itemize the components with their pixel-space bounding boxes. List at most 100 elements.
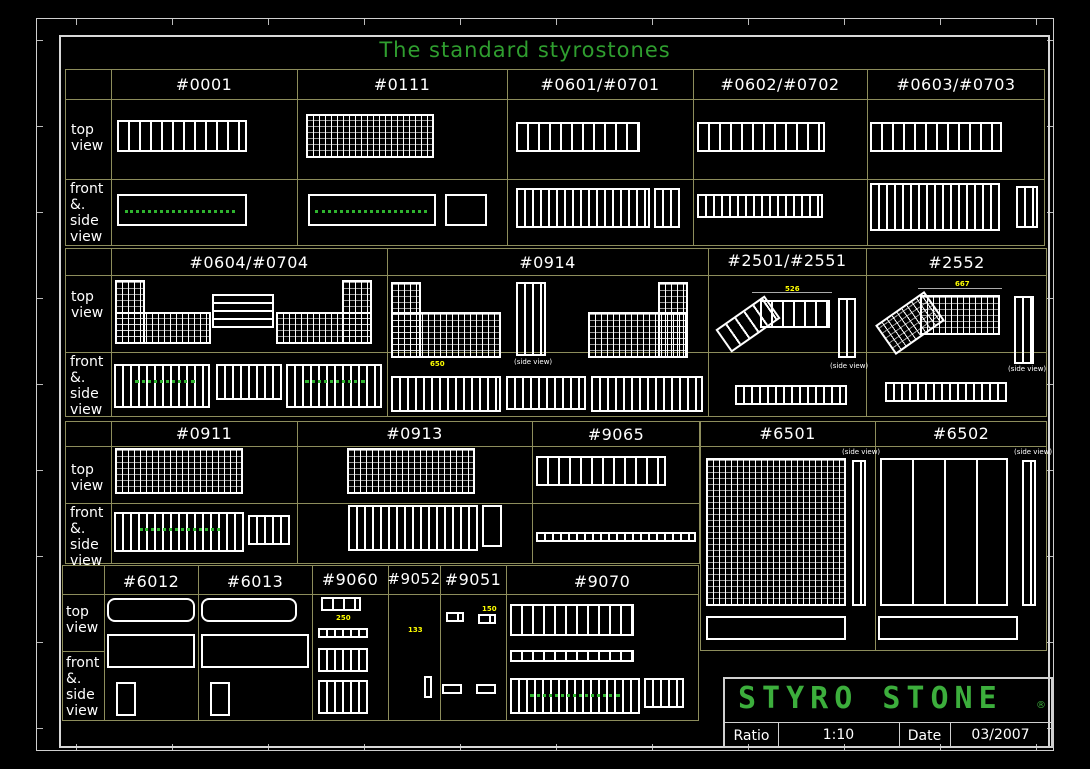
center-mark: [315, 210, 427, 213]
front-view-drawing: [516, 188, 650, 228]
top-view-drawing: [516, 122, 640, 152]
styrostone-logo: STYRO STONE: [738, 681, 1003, 716]
divider: [104, 565, 105, 721]
ratio-value: 1:10: [822, 727, 855, 743]
side-view-drawing: [644, 678, 684, 708]
side-view-drawing: [116, 682, 136, 716]
ruler-top: [76, 19, 1046, 25]
product-header: #0001: [175, 75, 233, 94]
top-view-drawing: [117, 120, 247, 152]
front-view-drawing: [870, 183, 1000, 231]
top-view-drawing: [306, 114, 434, 158]
product-header: #9065: [587, 425, 645, 444]
divider: [65, 352, 1047, 353]
divider: [387, 248, 388, 417]
row-label-top: top view: [71, 122, 104, 154]
date-value: 03/2007: [971, 727, 1030, 743]
divider: [506, 565, 507, 721]
front-view-drawing: [117, 194, 247, 226]
dimension-label: 133: [408, 626, 423, 634]
top-view-drawing: [115, 312, 211, 344]
top-view-drawing: [391, 312, 501, 358]
date-label: Date: [907, 728, 942, 744]
dimension-line: [918, 288, 1002, 289]
center-mark: [140, 528, 220, 531]
side-view-drawing: [654, 188, 680, 228]
side-view-label: (side view): [842, 448, 881, 456]
front-view-drawing: [286, 364, 382, 408]
row-label-top: top view: [71, 462, 104, 494]
divider: [440, 565, 441, 721]
front-view-drawing: [885, 382, 1007, 402]
front-view-drawing: [591, 376, 703, 412]
product-header: #9052: [387, 570, 441, 588]
divider: [312, 565, 313, 721]
divider: [65, 179, 1045, 180]
title-block: [723, 677, 1053, 748]
divider: [693, 69, 694, 246]
side-view-drawing: [1014, 296, 1034, 364]
front-view-drawing: [114, 512, 244, 552]
front-view-drawing: [348, 505, 478, 551]
dimension-label: 150: [482, 605, 497, 613]
product-header: #2552: [928, 253, 985, 272]
dimension-label: 250: [336, 614, 351, 622]
front-view-drawing: [706, 616, 846, 640]
side-view-drawing: [482, 505, 502, 547]
center-mark: [125, 210, 235, 213]
divider: [507, 69, 508, 246]
top-view-drawing: [276, 312, 372, 344]
front-view-drawing: [506, 376, 586, 410]
row4-table: [62, 565, 699, 721]
divider: [723, 722, 1053, 723]
front-view-drawing: [391, 376, 501, 412]
divider: [65, 275, 1047, 276]
divider: [778, 722, 779, 748]
divider: [65, 99, 1045, 100]
product-header: #9070: [573, 572, 631, 591]
side-view-drawing: [1016, 186, 1038, 228]
center-mark: [530, 694, 620, 697]
top-view-drawing: [588, 312, 688, 358]
product-header: #0603/#0703: [896, 75, 1016, 94]
side-view-drawing: [210, 682, 230, 716]
top-view-drawing: [446, 612, 464, 622]
top-view-drawing: [478, 614, 496, 624]
top-view-drawing: [870, 122, 1002, 152]
divider: [866, 248, 867, 417]
row-label-top: top view: [71, 289, 104, 321]
top-view-drawing: [510, 604, 634, 636]
front-view-drawing: [442, 684, 462, 694]
divider: [297, 421, 298, 564]
panel-drawing: [880, 458, 1008, 606]
row-label-front: front &. side view: [66, 655, 100, 719]
front-view-drawing: [476, 684, 496, 694]
product-header: #6012: [122, 572, 180, 591]
side-view-label: (side view): [830, 362, 869, 370]
product-header: #0604/#0704: [189, 253, 309, 272]
divider: [875, 421, 876, 651]
top-view-drawing: [107, 598, 195, 622]
side-view-label: (side view): [514, 358, 553, 366]
side-view-drawing: [516, 282, 546, 356]
side-view-drawing: [1022, 460, 1036, 606]
ratio-label: Ratio: [733, 728, 770, 744]
product-header: #6502: [932, 424, 990, 443]
outer-frame: [36, 18, 1054, 751]
panel-drawing: [706, 458, 846, 606]
row2-table: [65, 248, 1047, 417]
row-label-front: front &. side view: [70, 181, 104, 245]
product-header: #0111: [373, 75, 431, 94]
front-view-drawing: [107, 634, 195, 668]
front-view-drawing: [308, 194, 436, 226]
front-view-drawing: [697, 194, 823, 218]
divider: [65, 446, 1047, 447]
registered-mark: ®: [1036, 700, 1046, 711]
divider: [198, 565, 199, 721]
top-view-drawing: [510, 650, 634, 662]
front-view-drawing: [318, 628, 368, 638]
product-header: #6013: [226, 572, 284, 591]
row3-table: [65, 421, 700, 564]
top-view-drawing: [536, 456, 666, 486]
product-header: #0914: [519, 253, 576, 272]
